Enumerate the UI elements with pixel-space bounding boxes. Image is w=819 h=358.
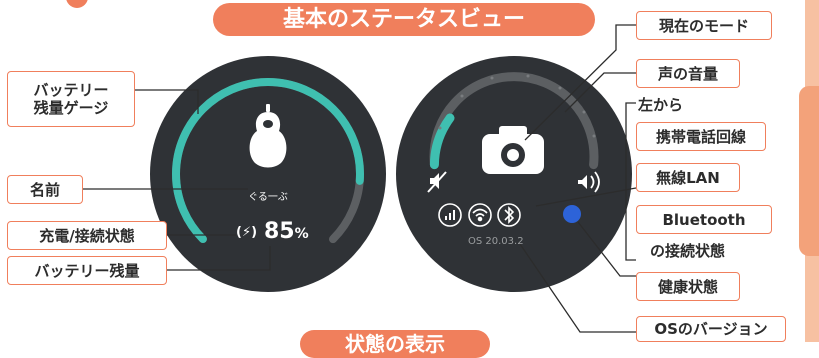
section-title-basic-status: 基本のステータスビュー: [213, 3, 595, 36]
camera-icon: [482, 126, 544, 174]
label-connection-state: の接続状態: [650, 242, 726, 260]
label-name: 名前: [7, 175, 83, 204]
left-device-face: [150, 56, 386, 292]
charging-icon: (⚡): [236, 225, 258, 240]
label-voice-volume: 声の音量: [636, 59, 740, 88]
connector-lines: [82, 24, 637, 333]
decorative-right-strip: [799, 0, 819, 342]
health-dot: [563, 205, 581, 223]
label-bluetooth: Bluetooth: [636, 205, 772, 234]
label-from-left: 左から: [638, 96, 684, 114]
status-illustration: [82, 24, 637, 333]
volume-fill: [429, 113, 455, 170]
label-current-mode: 現在のモード: [636, 11, 772, 40]
device-name: ぐる一ぶ: [248, 192, 288, 203]
label-mobile-line: 携帯電話回線: [636, 122, 766, 151]
label-os-version: OSのバージョン: [636, 316, 786, 342]
battery-value: 85%: [264, 219, 309, 244]
signal-icon: [438, 203, 462, 227]
label-health-state: 健康状態: [636, 272, 740, 301]
label-battery-gauge: バッテリー残量ゲージ: [7, 71, 135, 127]
bluetooth-icon: [497, 203, 521, 227]
robot-icon: [249, 104, 287, 168]
left-gauge-fill: [172, 78, 364, 270]
volume-ticks: [438, 74, 596, 138]
os-version-text: OS 20.03.2: [468, 236, 524, 247]
label-wireless-lan: 無線LAN: [636, 163, 740, 192]
label-charge-connection: 充電/接続状態: [7, 221, 167, 250]
speaker-icon: [578, 171, 600, 193]
decorative-dot: [66, 0, 88, 8]
label-battery-remaining: バッテリー残量: [7, 256, 167, 285]
mute-icon: [427, 171, 447, 193]
wifi-icon: [468, 203, 492, 227]
